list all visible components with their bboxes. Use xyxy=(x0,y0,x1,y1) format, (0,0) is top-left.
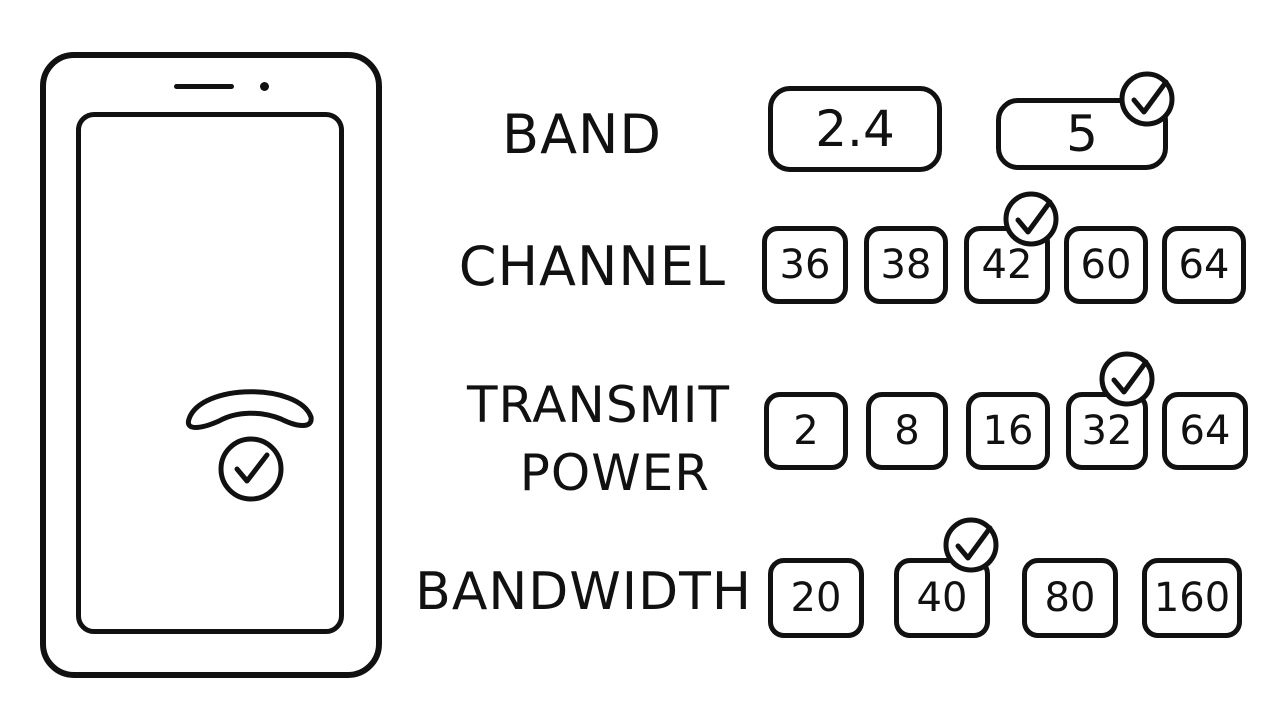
channel-option-42[interactable]: 42 xyxy=(964,226,1050,304)
phone-speaker xyxy=(174,84,234,89)
channel-option-60[interactable]: 60 xyxy=(1064,226,1148,304)
transmit-power-option-32[interactable]: 32 xyxy=(1066,392,1148,470)
band-label: BAND xyxy=(502,103,662,166)
channel-option-38[interactable]: 38 xyxy=(864,226,948,304)
channel-option-36[interactable]: 36 xyxy=(762,226,848,304)
transmit-power-option-16[interactable]: 16 xyxy=(966,392,1050,470)
bandwidth-option-160[interactable]: 160 xyxy=(1142,558,1242,638)
bandwidth-option-40[interactable]: 40 xyxy=(894,558,990,638)
transmit-power-option-2[interactable]: 2 xyxy=(764,392,848,470)
transmit-power-option-8[interactable]: 8 xyxy=(866,392,948,470)
transmit-power-label-line1: TRANSMIT xyxy=(466,376,730,434)
transmit-power-option-64[interactable]: 64 xyxy=(1162,392,1248,470)
phone-camera xyxy=(260,82,269,91)
phone-screen xyxy=(76,112,344,634)
transmit-power-label-line2: POWER xyxy=(519,444,710,502)
channel-label: CHANNEL xyxy=(458,235,726,298)
bandwidth-option-80[interactable]: 80 xyxy=(1022,558,1118,638)
bandwidth-option-20[interactable]: 20 xyxy=(768,558,864,638)
band-option-2-4[interactable]: 2.4 xyxy=(768,86,942,172)
wifi-check-icon xyxy=(185,389,314,502)
band-option-5[interactable]: 5 xyxy=(996,98,1168,170)
channel-option-64[interactable]: 64 xyxy=(1162,226,1246,304)
phone-frame xyxy=(40,52,382,678)
bandwidth-label: BANDWIDTH xyxy=(415,562,752,622)
